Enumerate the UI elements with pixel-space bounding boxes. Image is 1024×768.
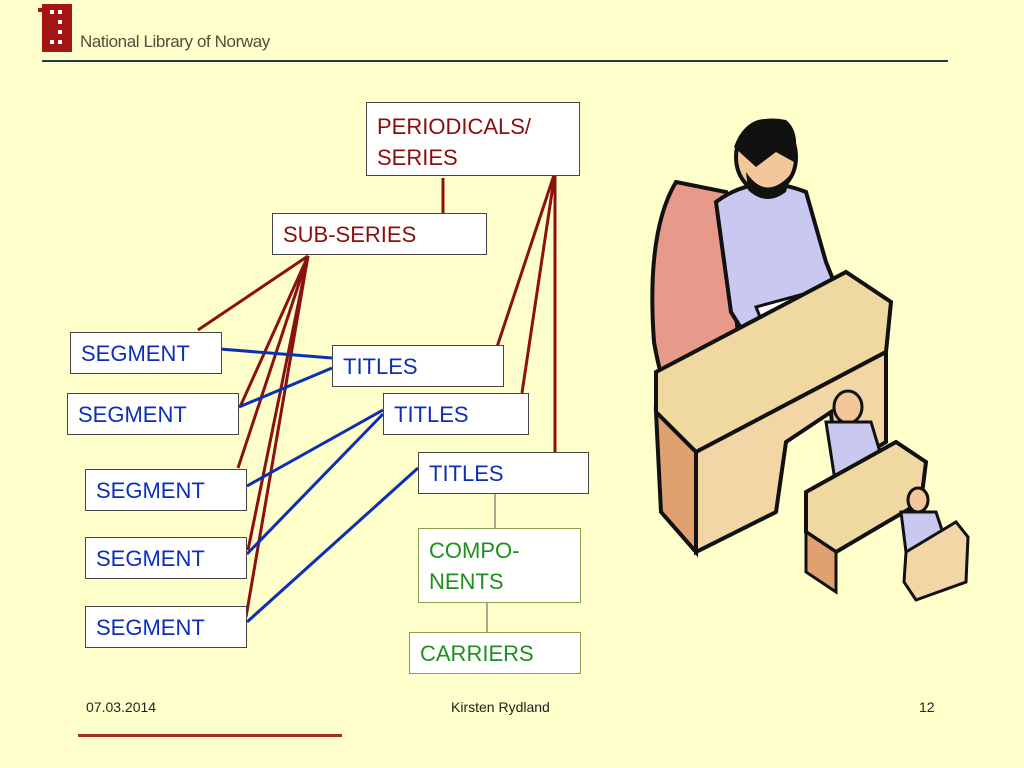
titles-box-2: TITLES — [383, 393, 529, 435]
link-segment-titles-2 — [238, 366, 333, 409]
link-subseries-segment-2 — [238, 255, 310, 408]
segment-box-5: SEGMENT — [85, 606, 247, 648]
link-segment-titles-3 — [246, 408, 384, 488]
footer-rule — [78, 734, 342, 737]
library-logo-icon — [38, 4, 72, 52]
footer-page-number: 12 — [919, 699, 935, 715]
periodicals-line1: PERIODICALS/ — [377, 114, 532, 139]
segment-box-4: SEGMENT — [85, 537, 247, 579]
link-periodicals-titles-2 — [520, 171, 557, 394]
footer-author: Kirsten Rydland — [451, 699, 550, 715]
segment-box-1: SEGMENT — [70, 332, 222, 374]
components-line2: NENTS — [429, 569, 504, 594]
periodicals-line2: SERIES — [377, 145, 458, 170]
components-box: COMPO- NENTS — [418, 528, 581, 603]
segment-box-2: SEGMENT — [67, 393, 239, 435]
link-segment-titles-5 — [245, 466, 420, 624]
components-line1: COMPO- — [429, 538, 520, 563]
scholars-at-desks-illustration — [650, 118, 970, 602]
header-rule — [42, 60, 948, 62]
logo-text: National Library of Norway — [80, 32, 270, 51]
titles-box-3: TITLES — [418, 452, 589, 494]
link-subseries-segment-1 — [197, 254, 309, 332]
carriers-box: CARRIERS — [409, 632, 581, 674]
link-periodicals-titles-1 — [494, 171, 557, 351]
periodicals-series-box: PERIODICALS/ SERIES — [366, 102, 580, 176]
link-subseries-segment-5 — [244, 255, 310, 618]
footer-date: 07.03.2014 — [86, 699, 157, 715]
subseries-box: SUB-SERIES — [272, 213, 487, 255]
link-segment-titles-1 — [219, 347, 333, 360]
link-segment-titles-4 — [245, 412, 385, 556]
segment-box-3: SEGMENT — [85, 469, 247, 511]
titles-box-1: TITLES — [332, 345, 504, 387]
link-subseries-segment-4 — [246, 255, 310, 551]
link-subseries-segment-3 — [236, 255, 310, 469]
